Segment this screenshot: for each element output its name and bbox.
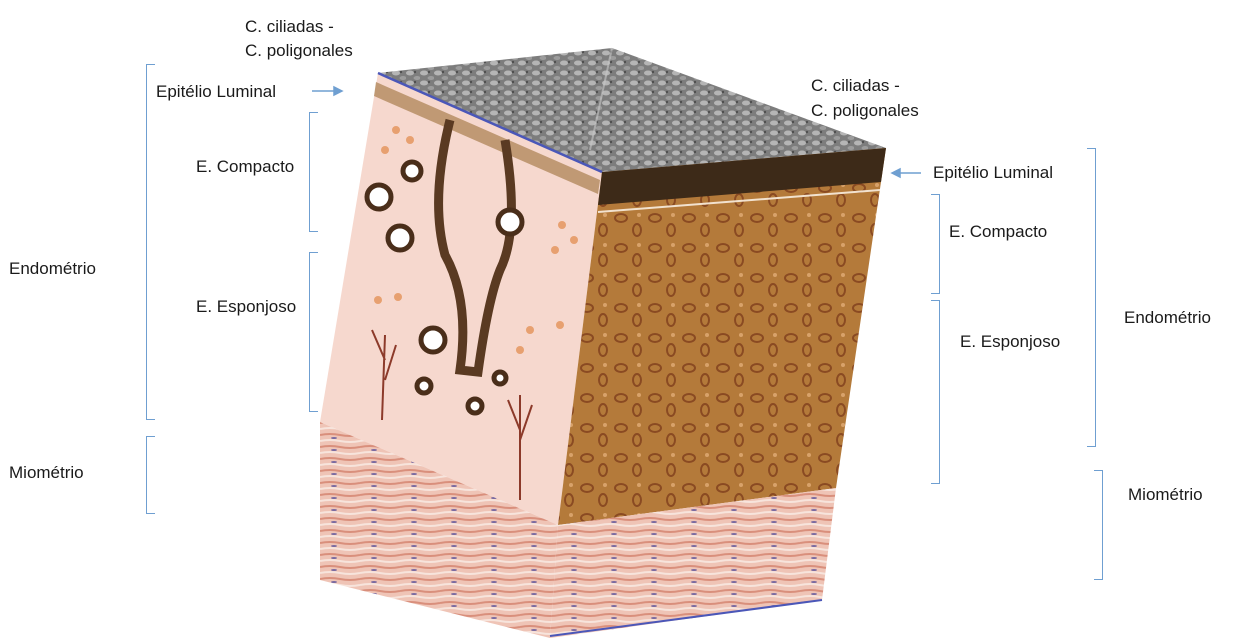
left-cells-label: C. ciliadas - [245,16,334,38]
right-spongy-label: E. Esponjoso [960,331,1060,353]
right-compact-bracket [931,194,940,294]
right-myometrium-bracket [1094,470,1103,580]
left-spongy-label: E. Esponjoso [196,296,296,318]
right-endometrium-bracket [1087,148,1096,447]
left-compact-label: E. Compacto [196,156,294,178]
left-compact-bracket [309,112,318,232]
left-epithelium-label: Epitélio Luminal [156,81,276,103]
left-epithelium-arrow [312,87,342,95]
right-endometrium-label: Endométrio [1124,307,1211,329]
left-endometrium-bracket [146,64,155,420]
left-spongy-bracket [309,252,318,412]
left-cells-label-2: C. poligonales [245,40,353,62]
right-spongy-bracket [931,300,940,484]
left-endometrium-label: Endométrio [9,258,96,280]
right-epithelium-arrow [892,169,921,177]
right-face-histology [558,148,886,525]
right-epithelium-label: Epitélio Luminal [933,162,1053,184]
right-cells-label-2: C. poligonales [811,100,919,122]
right-cells-label: C. ciliadas - [811,75,900,97]
right-myometrium-label: Miométrio [1128,484,1203,506]
left-myometrium-bracket [146,436,155,514]
left-myometrium-label: Miométrio [9,462,84,484]
right-compact-label: E. Compacto [949,221,1047,243]
